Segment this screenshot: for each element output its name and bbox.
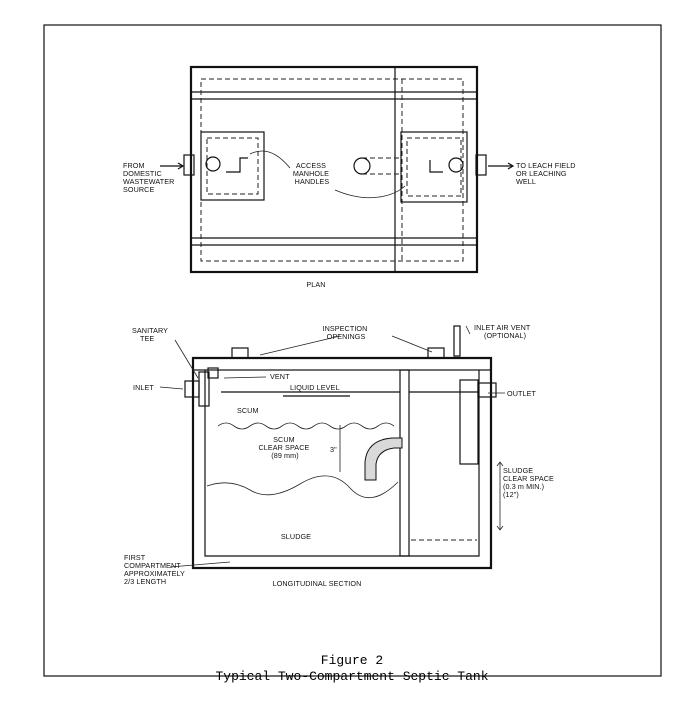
scum-label: SCUM [237,406,259,415]
air-vent-label: INLET AIR VENT (OPTIONAL) [474,323,532,340]
outlet-pipe-stub [475,154,487,176]
figure-frame [43,24,662,677]
inspection-opening-1 [231,347,249,359]
sludge-surface [206,475,399,498]
access-handles-label: ACCESS MANHOLE HANDLES [293,161,331,186]
scum-clear-space-label: SCUM CLEAR SPACE (89 mm) [258,435,311,460]
inspection-openings-label: INSPECTION OPENINGS [322,324,369,341]
outlet-manhole-cover [400,131,468,203]
figure-title: Typical Two-Compartment Septic Tank [215,669,488,684]
inspection-opening-2 [427,347,445,359]
to-leach-field-label: TO LEACH FIELD OR LEACHING WELL [516,161,578,186]
inlet-label: INLET [133,383,154,392]
baffle-wall [399,369,410,557]
three-inch-dimension: 3" [330,445,337,454]
plan-view: FROM DOMESTIC WASTEWATER SOURCE ACCESS M… [123,65,578,289]
sanitary-tee-label: SANITARY TEE [132,326,170,343]
plan-tank-outline [189,65,479,274]
plan-caption: PLAN [306,280,325,289]
transfer-elbow-pipe [364,437,403,481]
inlet-pipe-stub [183,154,195,176]
sludge-clear-space-label: SLUDGE CLEAR SPACE (0.3 m MIN.) (12") [503,466,556,499]
first-compartment-label: FIRST COMPARTMENT APPROXIMATELY 2/3 LENG… [124,553,187,586]
from-source-label: FROM DOMESTIC WASTEWATER SOURCE [123,161,177,194]
inlet-manhole-cover [200,131,265,201]
tank-wall-outer [191,356,493,570]
section-view: SANITARY TEE INSPECTION OPENINGS INLET A… [124,323,556,588]
outlet-label: OUTLET [507,389,536,398]
sanitary-tee [198,371,210,407]
sludge-label: SLUDGE [281,532,311,541]
vent-label: VENT [270,372,290,381]
outlet-pipe [477,382,497,398]
air-vent-pipe [453,325,461,357]
outlet-tee [459,379,479,465]
section-caption: LONGITUDINAL SECTION [273,579,362,588]
liquid-level-label: LIQUID LEVEL [290,383,340,392]
figure-number: Figure 2 [321,653,383,668]
